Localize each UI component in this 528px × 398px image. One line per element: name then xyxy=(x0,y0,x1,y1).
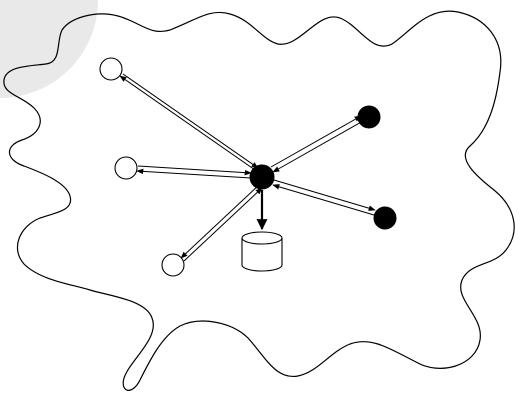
link-top-right xyxy=(270,115,364,173)
link-bottom-left xyxy=(180,184,263,262)
hub-node xyxy=(249,164,275,190)
database-cylinder-icon xyxy=(241,231,283,272)
cloud-boundary xyxy=(3,10,515,391)
link-right xyxy=(272,179,376,216)
corner-shade xyxy=(0,0,98,98)
node-top-left xyxy=(99,57,123,81)
node-top-right xyxy=(357,105,381,129)
node-mid-left xyxy=(114,156,138,180)
link-mid-left xyxy=(136,165,252,179)
node-bottom-left xyxy=(161,253,185,277)
node-right xyxy=(373,206,397,230)
link-top-left xyxy=(119,73,259,171)
